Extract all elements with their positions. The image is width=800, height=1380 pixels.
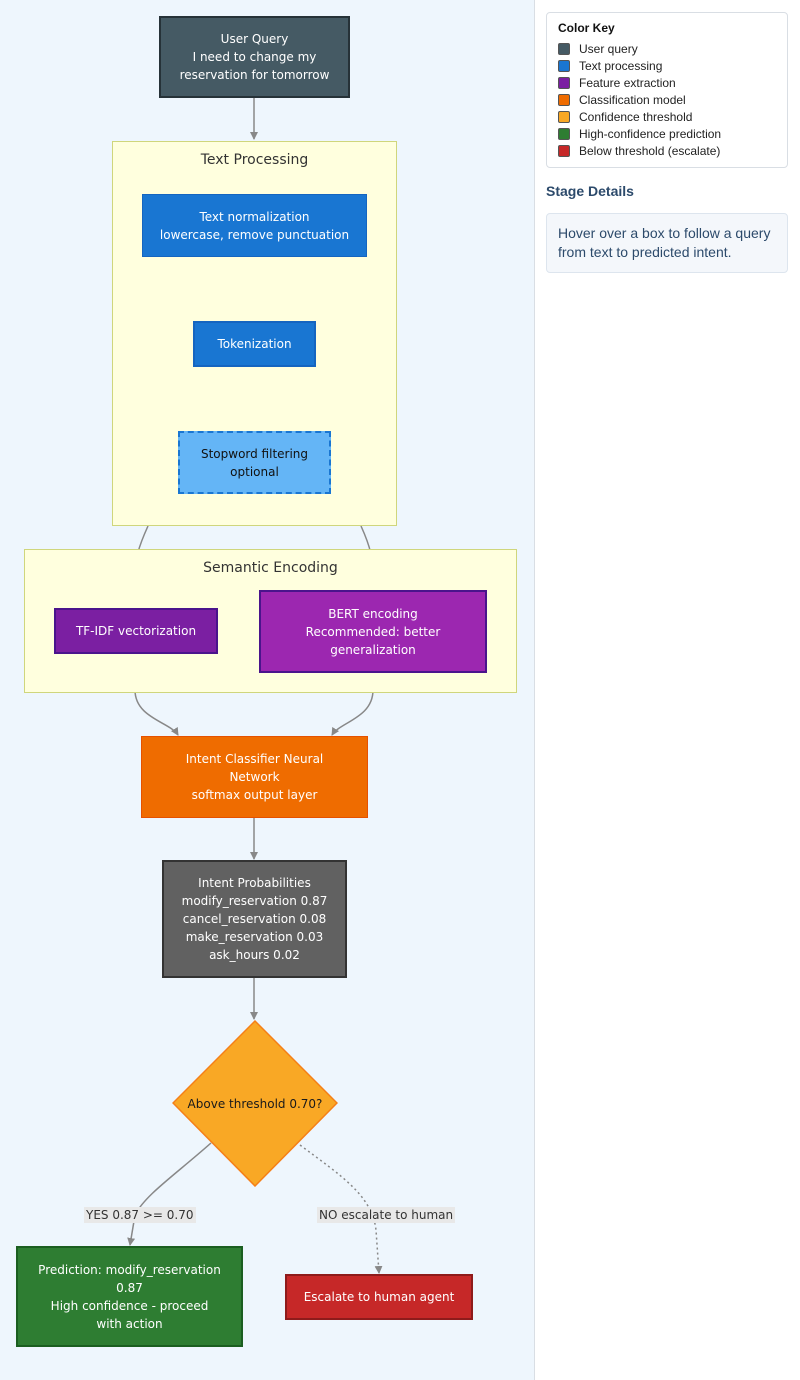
diagram-canvas: Text Processing Semantic Encoding User Q… [0,0,535,1380]
node-tfidf-vectorization[interactable]: TF-IDF vectorization [54,608,218,654]
node-line: User Query [220,32,289,46]
legend-item-below-threshold: Below threshold (escalate) [558,142,777,159]
legend-swatch [558,144,570,157]
node-line: Tokenization [217,337,292,351]
node-intent-probabilities[interactable]: Intent Probabilities modify_reservation … [162,860,347,978]
node-line: Intent Probabilities [198,876,311,890]
cluster-title-text-processing: Text Processing [200,152,309,168]
node-line: 0.87 [116,1280,143,1295]
node-text-normalization[interactable]: Text normalization lowercase, remove pun… [142,194,367,257]
node-line: Prediction: modify_reservation [38,1262,221,1277]
node-bert-encoding[interactable]: BERT encoding Recommended: better genera… [259,590,487,673]
node-line: optional [230,464,279,479]
legend-label: High-confidence prediction [579,126,722,141]
node-line: Recommended: better [305,624,441,639]
legend-item-text-processing: Text processing [558,57,777,74]
legend-item-user-query: User query [558,40,777,57]
legend-label: Classification model [579,92,686,107]
node-line: Text normalization [199,209,310,224]
node-line: softmax output layer [191,788,318,802]
legend-swatch [558,127,570,140]
legend-swatch [558,93,570,106]
node-line: reservation for tomorrow [179,68,330,82]
legend-label: Confidence threshold [579,109,693,124]
legend-item-feature-extraction: Feature extraction [558,74,777,91]
node-line: High confidence - proceed [50,1298,209,1313]
sidebar: Color Key User query Text processing Fea… [546,0,788,273]
node-line: Stopword filtering [200,446,309,461]
legend-label: Feature extraction [579,75,676,90]
legend-swatch [558,59,570,72]
color-key-legend: Color Key User query Text processing Fea… [546,12,788,168]
legend-label: User query [579,41,638,56]
node-line: with action [96,1316,163,1331]
legend-label: Text processing [579,58,663,73]
legend-item-classification-model: Classification model [558,91,777,108]
node-line: generalization [330,642,416,657]
threshold-label: Above threshold 0.70? [187,1096,323,1111]
edge-threshold-no [299,1144,383,1274]
stage-details-panel: Hover over a box to follow a query from … [546,213,788,273]
node-line: Escalate to human agent [303,1290,455,1304]
node-line: modify_reservation 0.87 [181,894,328,908]
node-tokenization[interactable]: Tokenization [193,321,316,367]
node-line: make_reservation 0.03 [185,930,324,944]
node-line: ask_hours 0.02 [209,948,300,962]
legend-swatch [558,76,570,89]
legend-label: Below threshold (escalate) [579,143,721,158]
legend-item-confidence-threshold: Confidence threshold [558,108,777,125]
node-threshold-decision[interactable]: Above threshold 0.70? [171,1019,339,1188]
node-line: BERT encoding [328,606,418,621]
legend-swatch [558,110,570,123]
node-line: Intent Classifier Neural [185,752,324,766]
node-line: lowercase, remove punctuation [159,227,350,242]
stage-details-heading: Stage Details [546,183,634,199]
node-line: Network [229,770,280,784]
node-line: cancel_reservation 0.08 [182,912,327,926]
edge-label-no: NO escalate to human [317,1207,456,1223]
legend-item-high-confidence: High-confidence prediction [558,125,777,142]
edge-label-yes: YES 0.87 >= 0.70 [84,1207,196,1223]
node-user-query[interactable]: User Query I need to change my reservati… [159,16,350,98]
node-intent-classifier[interactable]: Intent Classifier Neural Network softmax… [141,736,368,818]
threshold-diamond-shape [171,1019,339,1188]
node-line: TF-IDF vectorization [75,624,197,638]
cluster-title-semantic-encoding: Semantic Encoding [203,560,338,576]
legend-swatch [558,42,570,55]
node-stopword-filtering[interactable]: Stopword filtering optional [178,431,331,494]
node-line: I need to change my [192,50,317,64]
node-prediction[interactable]: Prediction: modify_reservation 0.87 High… [16,1246,243,1347]
legend-title: Color Key [558,21,615,35]
node-escalate[interactable]: Escalate to human agent [285,1274,473,1320]
